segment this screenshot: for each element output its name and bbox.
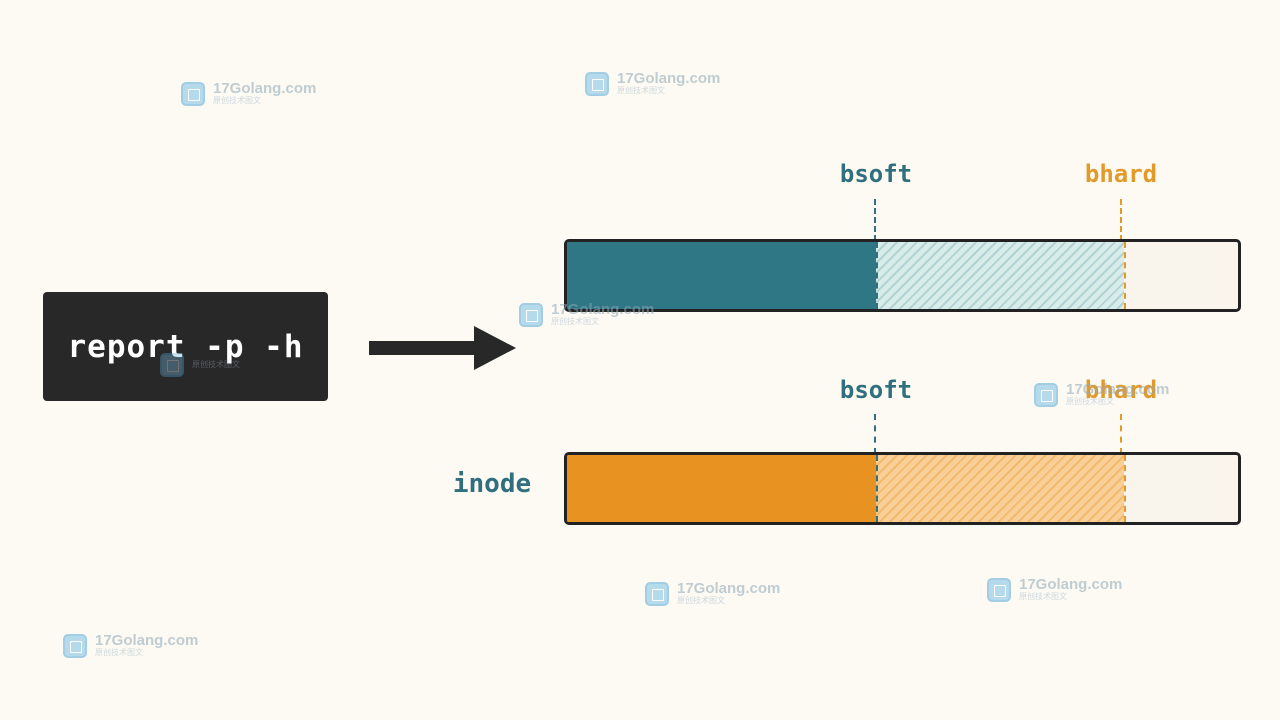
arrow-shaft bbox=[369, 341, 477, 355]
command-box: report -p -h bbox=[43, 292, 328, 401]
row1-bsoft-label: bsoft bbox=[839, 160, 913, 188]
row2-bsoft-line bbox=[875, 455, 878, 522]
watermark-logo-icon bbox=[1034, 382, 1058, 407]
row2-grace-zone bbox=[875, 455, 1124, 522]
watermark-subtitle: 原创技术图文 bbox=[677, 596, 725, 605]
watermark: 17Golang.com 原创技术图文 bbox=[181, 81, 316, 106]
watermark-subtitle: 原创技术图文 bbox=[95, 648, 143, 657]
row2-bhard-label: bhard bbox=[1084, 376, 1158, 404]
row1-bsoft-line bbox=[875, 242, 878, 309]
watermark-logo-icon bbox=[63, 633, 87, 658]
watermark-logo-icon bbox=[519, 302, 543, 327]
command-text: report -p -h bbox=[67, 328, 304, 365]
watermark-title: 17Golang.com bbox=[1019, 576, 1123, 593]
row1-bhard-line bbox=[1123, 242, 1126, 309]
row1-usage-bar bbox=[564, 239, 1241, 312]
row1-bhard-label: bhard bbox=[1084, 160, 1158, 188]
row2-bhard-marker bbox=[1120, 414, 1122, 454]
watermark-subtitle: 原创技术图文 bbox=[1019, 592, 1067, 601]
watermark-subtitle: 原创技术图文 bbox=[551, 317, 599, 326]
watermark-subtitle: 原创技术图文 bbox=[213, 96, 261, 105]
watermark-logo-icon bbox=[181, 81, 205, 106]
watermark-title: 17Golang.com bbox=[551, 301, 655, 318]
row1-bsoft-marker bbox=[874, 199, 876, 241]
watermark: 17Golang.com 原创技术图文 bbox=[585, 71, 720, 96]
row2-bsoft-marker bbox=[874, 414, 876, 454]
watermark: 17Golang.com 原创技术图文 bbox=[63, 633, 198, 658]
watermark: 17Golang.com 原创技术图文 bbox=[645, 581, 780, 606]
watermark-subtitle: 原创技术图文 bbox=[617, 86, 665, 95]
row1-bhard-marker bbox=[1120, 199, 1122, 241]
row1-used-fill bbox=[567, 242, 876, 309]
watermark: 17Golang.com 原创技术图文 bbox=[519, 302, 654, 327]
watermark: 17Golang.com 原创技术图文 bbox=[987, 577, 1122, 602]
row2-usage-bar bbox=[564, 452, 1241, 525]
watermark: 17Golang.com 原创技术图文 bbox=[1034, 382, 1169, 407]
row2-bhard-line bbox=[1123, 455, 1126, 522]
row2-used-fill bbox=[567, 455, 876, 522]
watermark-title: 17Golang.com bbox=[677, 580, 781, 597]
watermark-title: 17Golang.com bbox=[95, 632, 199, 649]
row2-bsoft-label: bsoft bbox=[839, 376, 913, 404]
watermark-logo-icon bbox=[645, 581, 669, 606]
watermark-logo-icon bbox=[160, 353, 184, 377]
watermark-title: 17Golang.com bbox=[617, 70, 721, 87]
watermark-subtitle: 原创技术图文 bbox=[192, 360, 240, 369]
arrow-head-icon bbox=[474, 326, 516, 370]
watermark-title: 17Golang.com bbox=[213, 80, 317, 97]
watermark-title: 17Golang.com bbox=[1066, 381, 1170, 398]
watermark-subtitle: 原创技术图文 bbox=[1066, 397, 1114, 406]
row1-grace-zone bbox=[875, 242, 1124, 309]
watermark: 原创技术图文 bbox=[160, 353, 240, 377]
watermark-logo-icon bbox=[585, 71, 609, 96]
watermark-logo-icon bbox=[987, 577, 1011, 602]
row2-label: inode bbox=[452, 469, 532, 499]
